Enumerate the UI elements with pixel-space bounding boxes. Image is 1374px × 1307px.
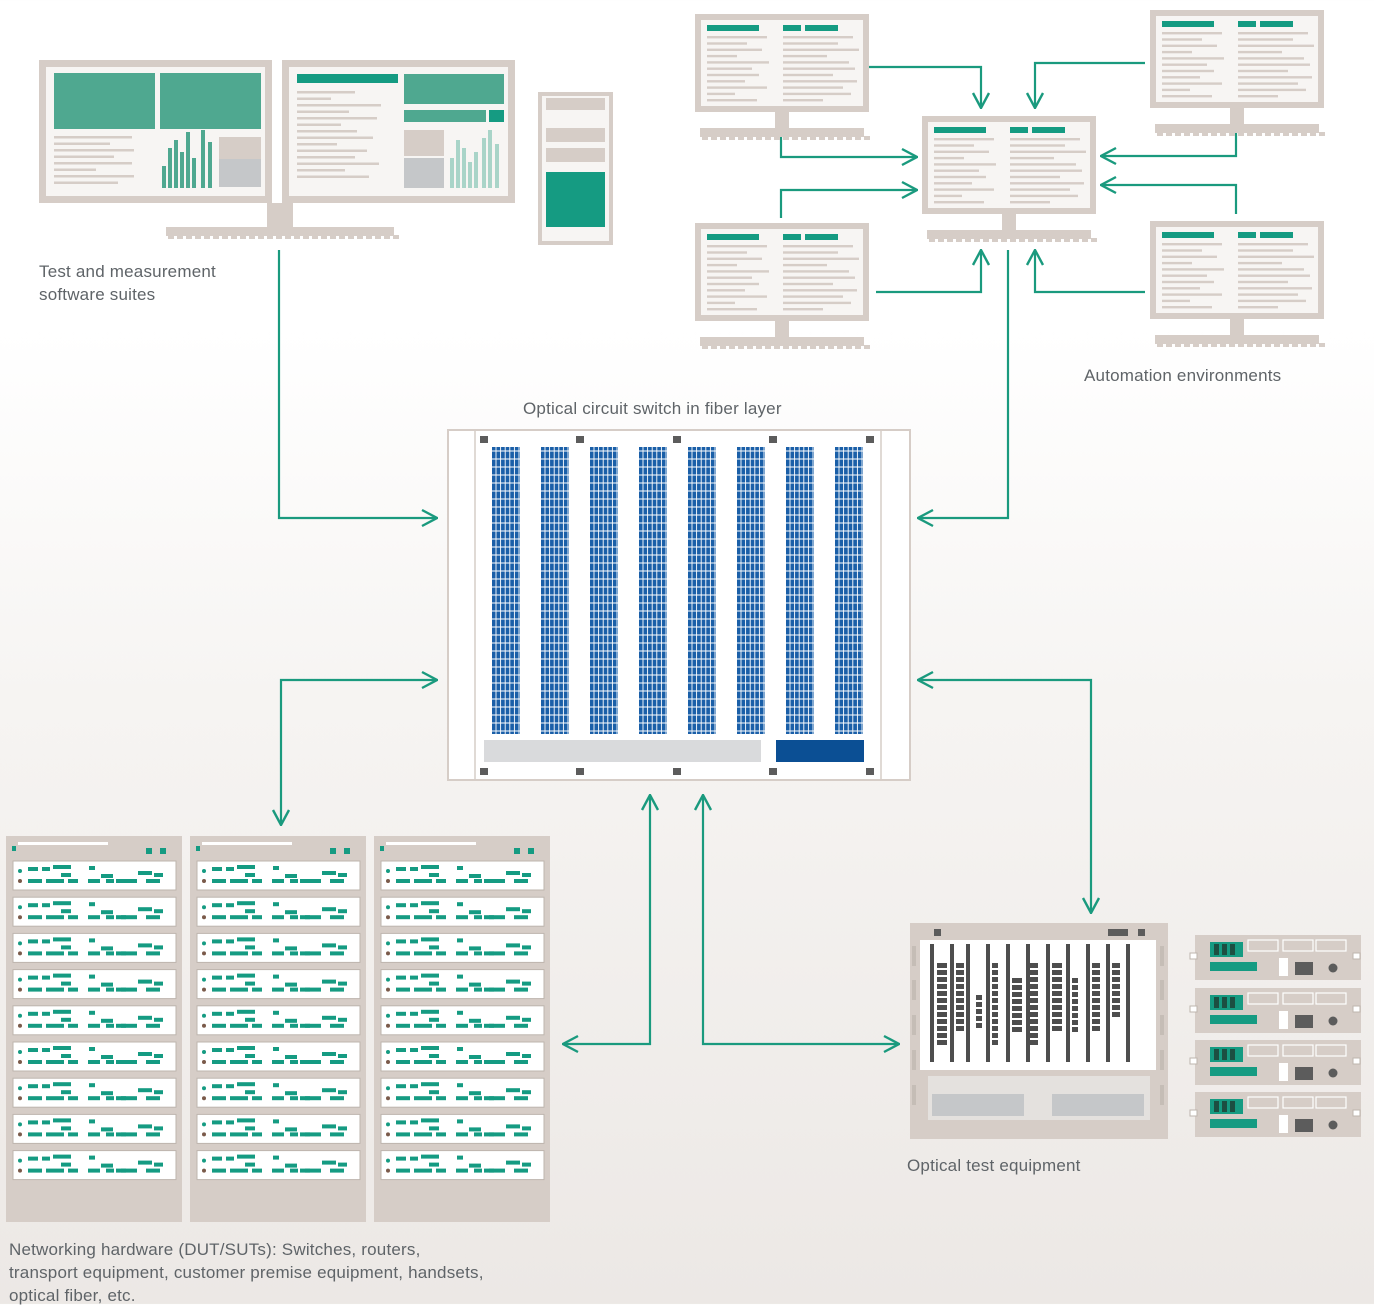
networking-label: Networking hardware (DUT/SUTs): Switches… [9, 1240, 484, 1305]
connector-arrow [1101, 185, 1238, 214]
server-rack-icon [6, 836, 182, 1222]
server-rack-icon [190, 836, 366, 1222]
test-chassis-icon [910, 923, 1168, 1139]
dual-monitor-icon [39, 60, 515, 239]
monitor-icon [695, 223, 870, 349]
test-module-icon [1189, 1040, 1361, 1085]
connector-arrow [281, 680, 437, 825]
test-module-icon [1189, 1092, 1361, 1137]
connector-arrow [277, 250, 437, 518]
connector-arrow [918, 680, 1091, 913]
monitor-icon [1150, 221, 1325, 347]
connector-arrow [1035, 61, 1145, 108]
connector-arrow [563, 795, 650, 1044]
monitor-icon [1150, 10, 1325, 136]
test-module-icon [1189, 988, 1361, 1033]
connector-arrow [703, 795, 899, 1044]
connectors [277, 61, 1238, 1044]
connector-arrow [779, 190, 917, 218]
test-module-icon [1189, 935, 1361, 980]
switch-label: Optical circuit switch in fiber layer [523, 399, 782, 418]
server-rack-icon [374, 836, 550, 1222]
connector-arrow [876, 250, 981, 294]
devices [6, 10, 1361, 1222]
automation-label: Automation environments [1084, 366, 1282, 385]
monitor-icon [922, 116, 1097, 242]
tower-pc-icon [538, 92, 613, 245]
monitor-icon [695, 14, 870, 140]
connector-arrow [1035, 250, 1145, 294]
optical-switch-icon [447, 429, 911, 781]
connector-arrow [1101, 130, 1238, 156]
software-suites-label: Test and measurement software suites [39, 262, 216, 304]
optical-test-label: Optical test equipment [907, 1156, 1081, 1175]
connector-arrow [868, 65, 981, 108]
connector-arrow [918, 250, 1010, 518]
